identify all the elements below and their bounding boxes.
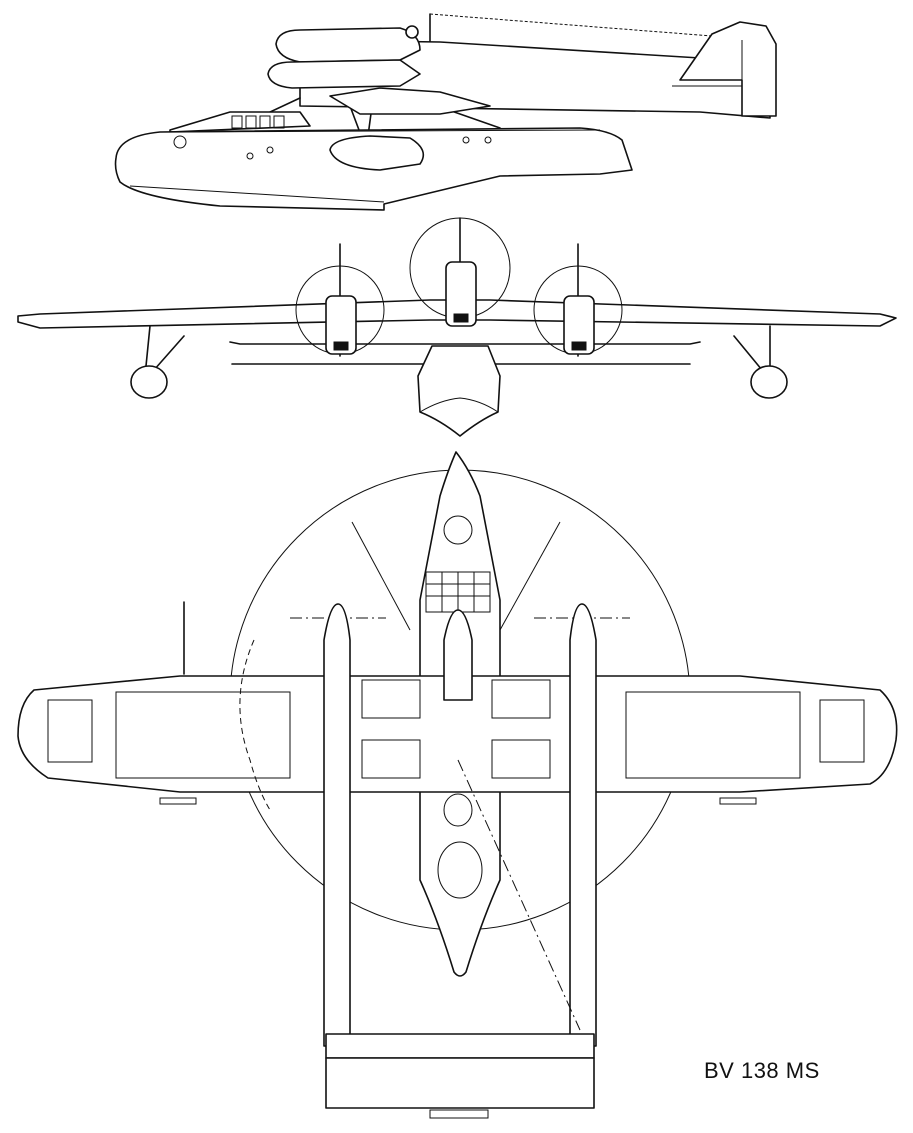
top-view	[18, 452, 897, 1118]
drawing-caption: BV 138 MS	[704, 1058, 820, 1083]
front-view	[18, 218, 896, 436]
side-view	[116, 14, 777, 210]
